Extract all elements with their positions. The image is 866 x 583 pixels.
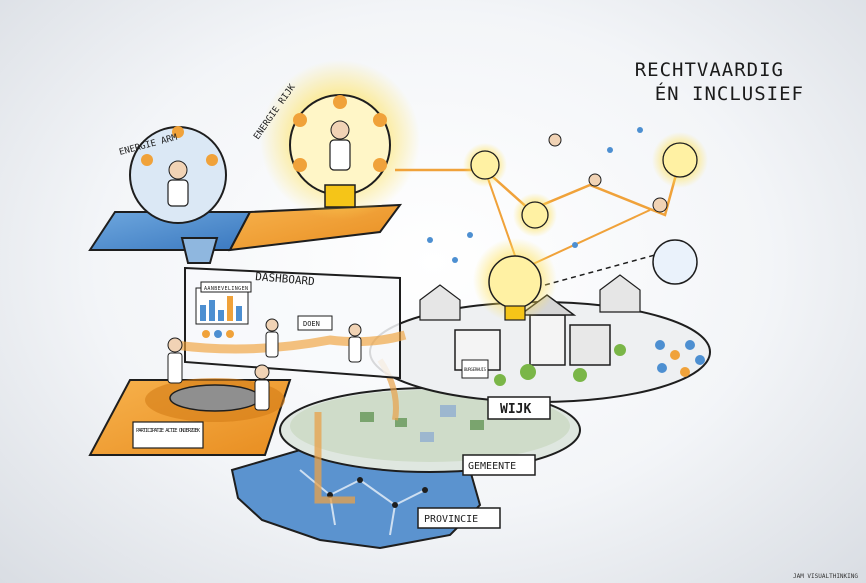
label-participatie: PARTICIPATIE ACTIE ONDERZOEK — [136, 428, 201, 434]
artist-credit: JAM VISUALTHINKING — [792, 573, 858, 580]
title-line-1: RECHTVAARDIG — [634, 59, 784, 81]
small-dots — [427, 127, 705, 377]
label-gemeente: GEMEENTE — [468, 461, 516, 472]
illustration-title: RECHTVAARDIG ÉN INCLUSIEF — [635, 58, 804, 106]
label-sign: BURGERHUIS — [464, 367, 487, 372]
label-wijk: WIJK — [500, 402, 531, 417]
label-doen: DOEN — [303, 320, 320, 328]
energie-rijk-bulb — [260, 60, 420, 220]
dashboard-screen — [174, 266, 407, 380]
label-provincie: PROVINCIE — [424, 514, 478, 525]
label-dashboard: DASHBOARD — [255, 270, 316, 288]
title-line-2: ÉN INCLUSIEF — [654, 83, 804, 105]
network-bulbs — [463, 132, 708, 322]
label-screen-header: AANBEVELINGEN — [204, 286, 248, 292]
energie-arm-bulb — [129, 126, 227, 224]
people-figures — [167, 318, 362, 411]
label-boxes — [132, 281, 551, 529]
